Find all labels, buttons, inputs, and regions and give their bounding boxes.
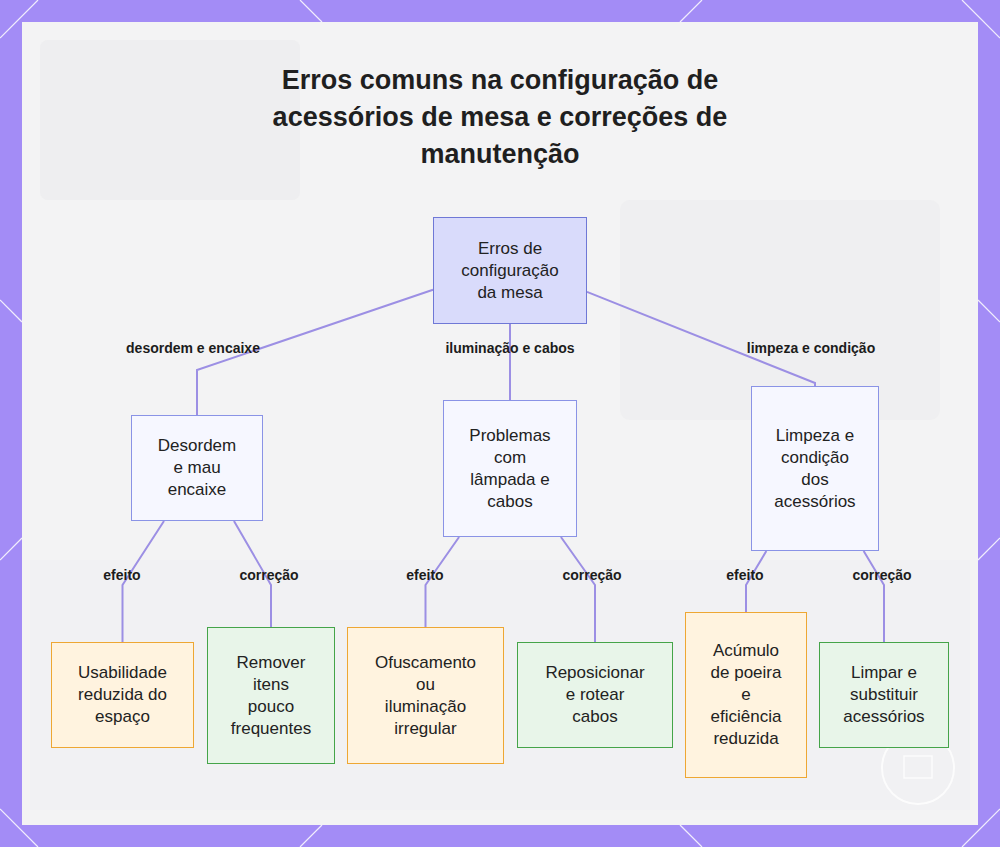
category-box: Desordem e mau encaixe	[131, 415, 263, 521]
category-box: Problemas com lâmpada e cabos	[443, 400, 577, 537]
node-label: Problemas com lâmpada e cabos	[467, 425, 553, 513]
edge-label: limpeza e condição	[747, 340, 875, 356]
diagram-title: Erros comuns na configuração de acessóri…	[220, 62, 780, 173]
connector-line	[509, 324, 511, 400]
node-text-group: Ofuscamento ou iluminação irregular	[374, 652, 477, 740]
edge-label: correção	[852, 567, 911, 583]
node-label: Remover itens pouco frequentes	[230, 652, 312, 740]
node-text-group: Problemas com lâmpada e cabos	[467, 425, 553, 513]
node-text-group: Acúmulo de poeira e eficiência reduzida	[707, 640, 785, 750]
edge-label: correção	[239, 567, 298, 583]
node-text-group: Desordem e mau encaixe	[153, 435, 241, 501]
connector-line	[864, 551, 884, 642]
node-text-group: Remover itens pouco frequentes	[230, 652, 312, 740]
node-label: Acúmulo de poeira e eficiência reduzida	[707, 640, 785, 750]
node-text-group: Limpeza e condição dos acessórios	[773, 425, 857, 513]
node-label: Limpar e substituir acessórios	[841, 662, 927, 728]
node-label: Ofuscamento ou iluminação irregular	[374, 652, 477, 740]
blurred-backdrop	[30, 40, 970, 810]
node-text-group: Erros de configuração da mesa	[454, 238, 566, 304]
edge-label: efeito	[406, 567, 443, 583]
edge-label: desordem e encaixe	[126, 340, 260, 356]
correction-box: Remover itens pouco frequentes	[207, 627, 335, 764]
edge-label: efeito	[103, 567, 140, 583]
effect-box: Usabilidade reduzida do espaço	[51, 642, 194, 748]
connector-line	[587, 292, 815, 386]
effect-box: Acúmulo de poeira e eficiência reduzida	[685, 612, 807, 778]
edge-label: correção	[562, 567, 621, 583]
node-text-group: Limpar e substituir acessórios	[841, 662, 927, 728]
correction-box: Reposicionar e rotear cabos	[517, 642, 673, 748]
node-label: Limpeza e condição dos acessórios	[773, 425, 857, 513]
node-text-group: Reposicionar e rotear cabos	[544, 662, 646, 728]
correction-box: Limpar e substituir acessórios	[819, 642, 949, 748]
node-label: Usabilidade reduzida do espaço	[78, 662, 167, 728]
edge-label: iluminação e cabos	[445, 340, 574, 356]
root-box: Erros de configuração da mesa	[433, 217, 587, 324]
node-label: Desordem e mau encaixe	[153, 435, 241, 501]
category-box: Limpeza e condição dos acessórios	[751, 386, 879, 551]
connector-line	[561, 537, 595, 642]
effect-box: Ofuscamento ou iluminação irregular	[347, 627, 504, 764]
node-text-group: Usabilidade reduzida do espaço	[78, 662, 167, 728]
content-panel	[22, 22, 978, 825]
node-label: Erros de configuração da mesa	[454, 238, 566, 304]
edge-label: efeito	[726, 567, 763, 583]
node-label: Reposicionar e rotear cabos	[544, 662, 646, 728]
